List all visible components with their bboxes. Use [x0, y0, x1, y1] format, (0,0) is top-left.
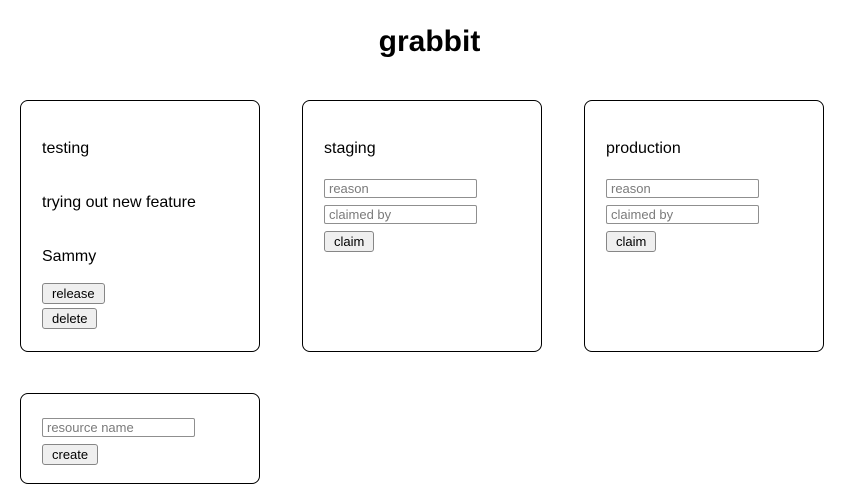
release-button[interactable]: release: [42, 283, 105, 304]
create-resource-card: create: [20, 393, 260, 484]
delete-button-row: delete: [42, 308, 238, 329]
claim-button-row: claim: [324, 231, 520, 252]
create-button-row: create: [42, 444, 238, 465]
release-button-row: release: [42, 283, 238, 304]
app-title: grabbit: [378, 25, 481, 58]
resource-card-row: testing trying out new feature Sammy rel…: [0, 100, 859, 352]
delete-button[interactable]: delete: [42, 308, 98, 329]
claim-button[interactable]: claim: [324, 231, 375, 252]
create-card-row: create: [0, 393, 859, 484]
resource-card-staging: staging claim: [302, 100, 542, 352]
resource-name: production: [606, 140, 681, 157]
resource-card-production: production claim: [584, 100, 824, 352]
resource-name: staging: [324, 140, 376, 157]
reason-input[interactable]: [324, 179, 477, 198]
create-button[interactable]: create: [42, 444, 99, 465]
resource-name-input[interactable]: [42, 418, 195, 437]
claimed-by-input[interactable]: [324, 205, 477, 224]
claim-button[interactable]: claim: [606, 231, 657, 252]
claim-reason-text: trying out new feature: [42, 194, 196, 211]
claimed-by-text: Sammy: [42, 248, 97, 265]
claimed-by-input[interactable]: [606, 205, 759, 224]
resource-card-testing: testing trying out new feature Sammy rel…: [20, 100, 260, 352]
resource-name: testing: [42, 140, 90, 157]
reason-input[interactable]: [606, 179, 759, 198]
resource-board: testing trying out new feature Sammy rel…: [0, 100, 859, 484]
claim-button-row: claim: [606, 231, 802, 252]
